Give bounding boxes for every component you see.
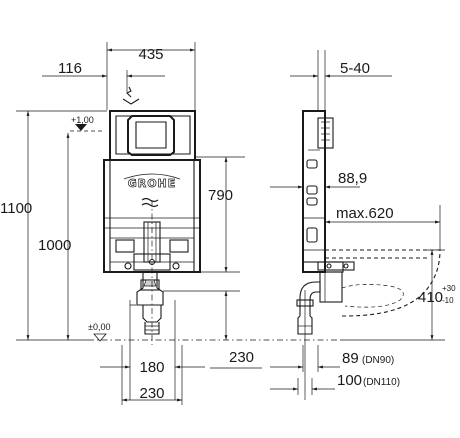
flush-arrow-icon	[122, 86, 140, 105]
dim-89: 89 (DN90)	[270, 345, 394, 372]
level-top-marker: +1,00	[70, 115, 105, 132]
level-zero-marker: ±0,00	[88, 322, 110, 342]
dim-max-620-label: max.620	[336, 205, 394, 222]
dim-180: 180	[100, 300, 205, 400]
side-view: 5-40	[270, 50, 456, 400]
dim-1000-label: 1000	[38, 237, 71, 254]
dim-410-label: 410	[418, 289, 443, 306]
brand-logo-text: GROHE	[128, 177, 177, 190]
level-top-label: +1,00	[71, 115, 94, 125]
dim-5-40-label: 5-40	[340, 60, 370, 77]
level-zero-label: ±0,00	[88, 322, 110, 332]
front-view: 435 116 +1,00	[0, 42, 340, 405]
dim-89-label: 89	[342, 350, 359, 367]
dim-790: 790	[200, 157, 240, 273]
side-drain-pipe	[296, 281, 321, 400]
dim-180-label: 180	[139, 359, 164, 376]
drain-connector	[136, 272, 164, 335]
dim-116-label: 116	[58, 60, 82, 77]
dim-89-note: (DN90)	[362, 355, 394, 366]
dim-116: 116	[42, 60, 165, 92]
dim-1000: 1000	[38, 133, 71, 340]
dim-100-note: (DN110)	[363, 377, 400, 388]
wc-bowl-outline	[317, 249, 441, 317]
dim-1100: 1100	[0, 111, 88, 341]
dim-410: 410 +30 -10	[340, 249, 456, 341]
dim-435-label: 435	[138, 46, 163, 63]
dim-230-bottom-label: 230	[139, 385, 164, 402]
dim-1100-label: 1100	[0, 200, 32, 217]
wc-frame	[103, 110, 201, 273]
dim-88-9-label: 88,9	[338, 170, 367, 187]
dim-max-620: max.620	[325, 205, 441, 250]
dim-88-9: 88,9	[270, 170, 367, 200]
grohe-logo: GROHE	[123, 173, 181, 190]
dim-100: 100 (DN110)	[270, 372, 400, 395]
dim-230-right-label: 230	[229, 349, 254, 366]
dim-435: 435	[106, 42, 196, 110]
dim-790-label: 790	[208, 187, 233, 204]
dim-230-right: 230	[163, 290, 262, 369]
dim-5-40: 5-40	[290, 50, 392, 111]
side-frame	[302, 110, 344, 303]
dim-100-label: 100	[337, 372, 362, 389]
dim-410-tol-plus: +30	[442, 284, 456, 293]
dim-410-tol-minus: -10	[442, 296, 454, 305]
dim-230-bottom: 230	[121, 345, 183, 405]
